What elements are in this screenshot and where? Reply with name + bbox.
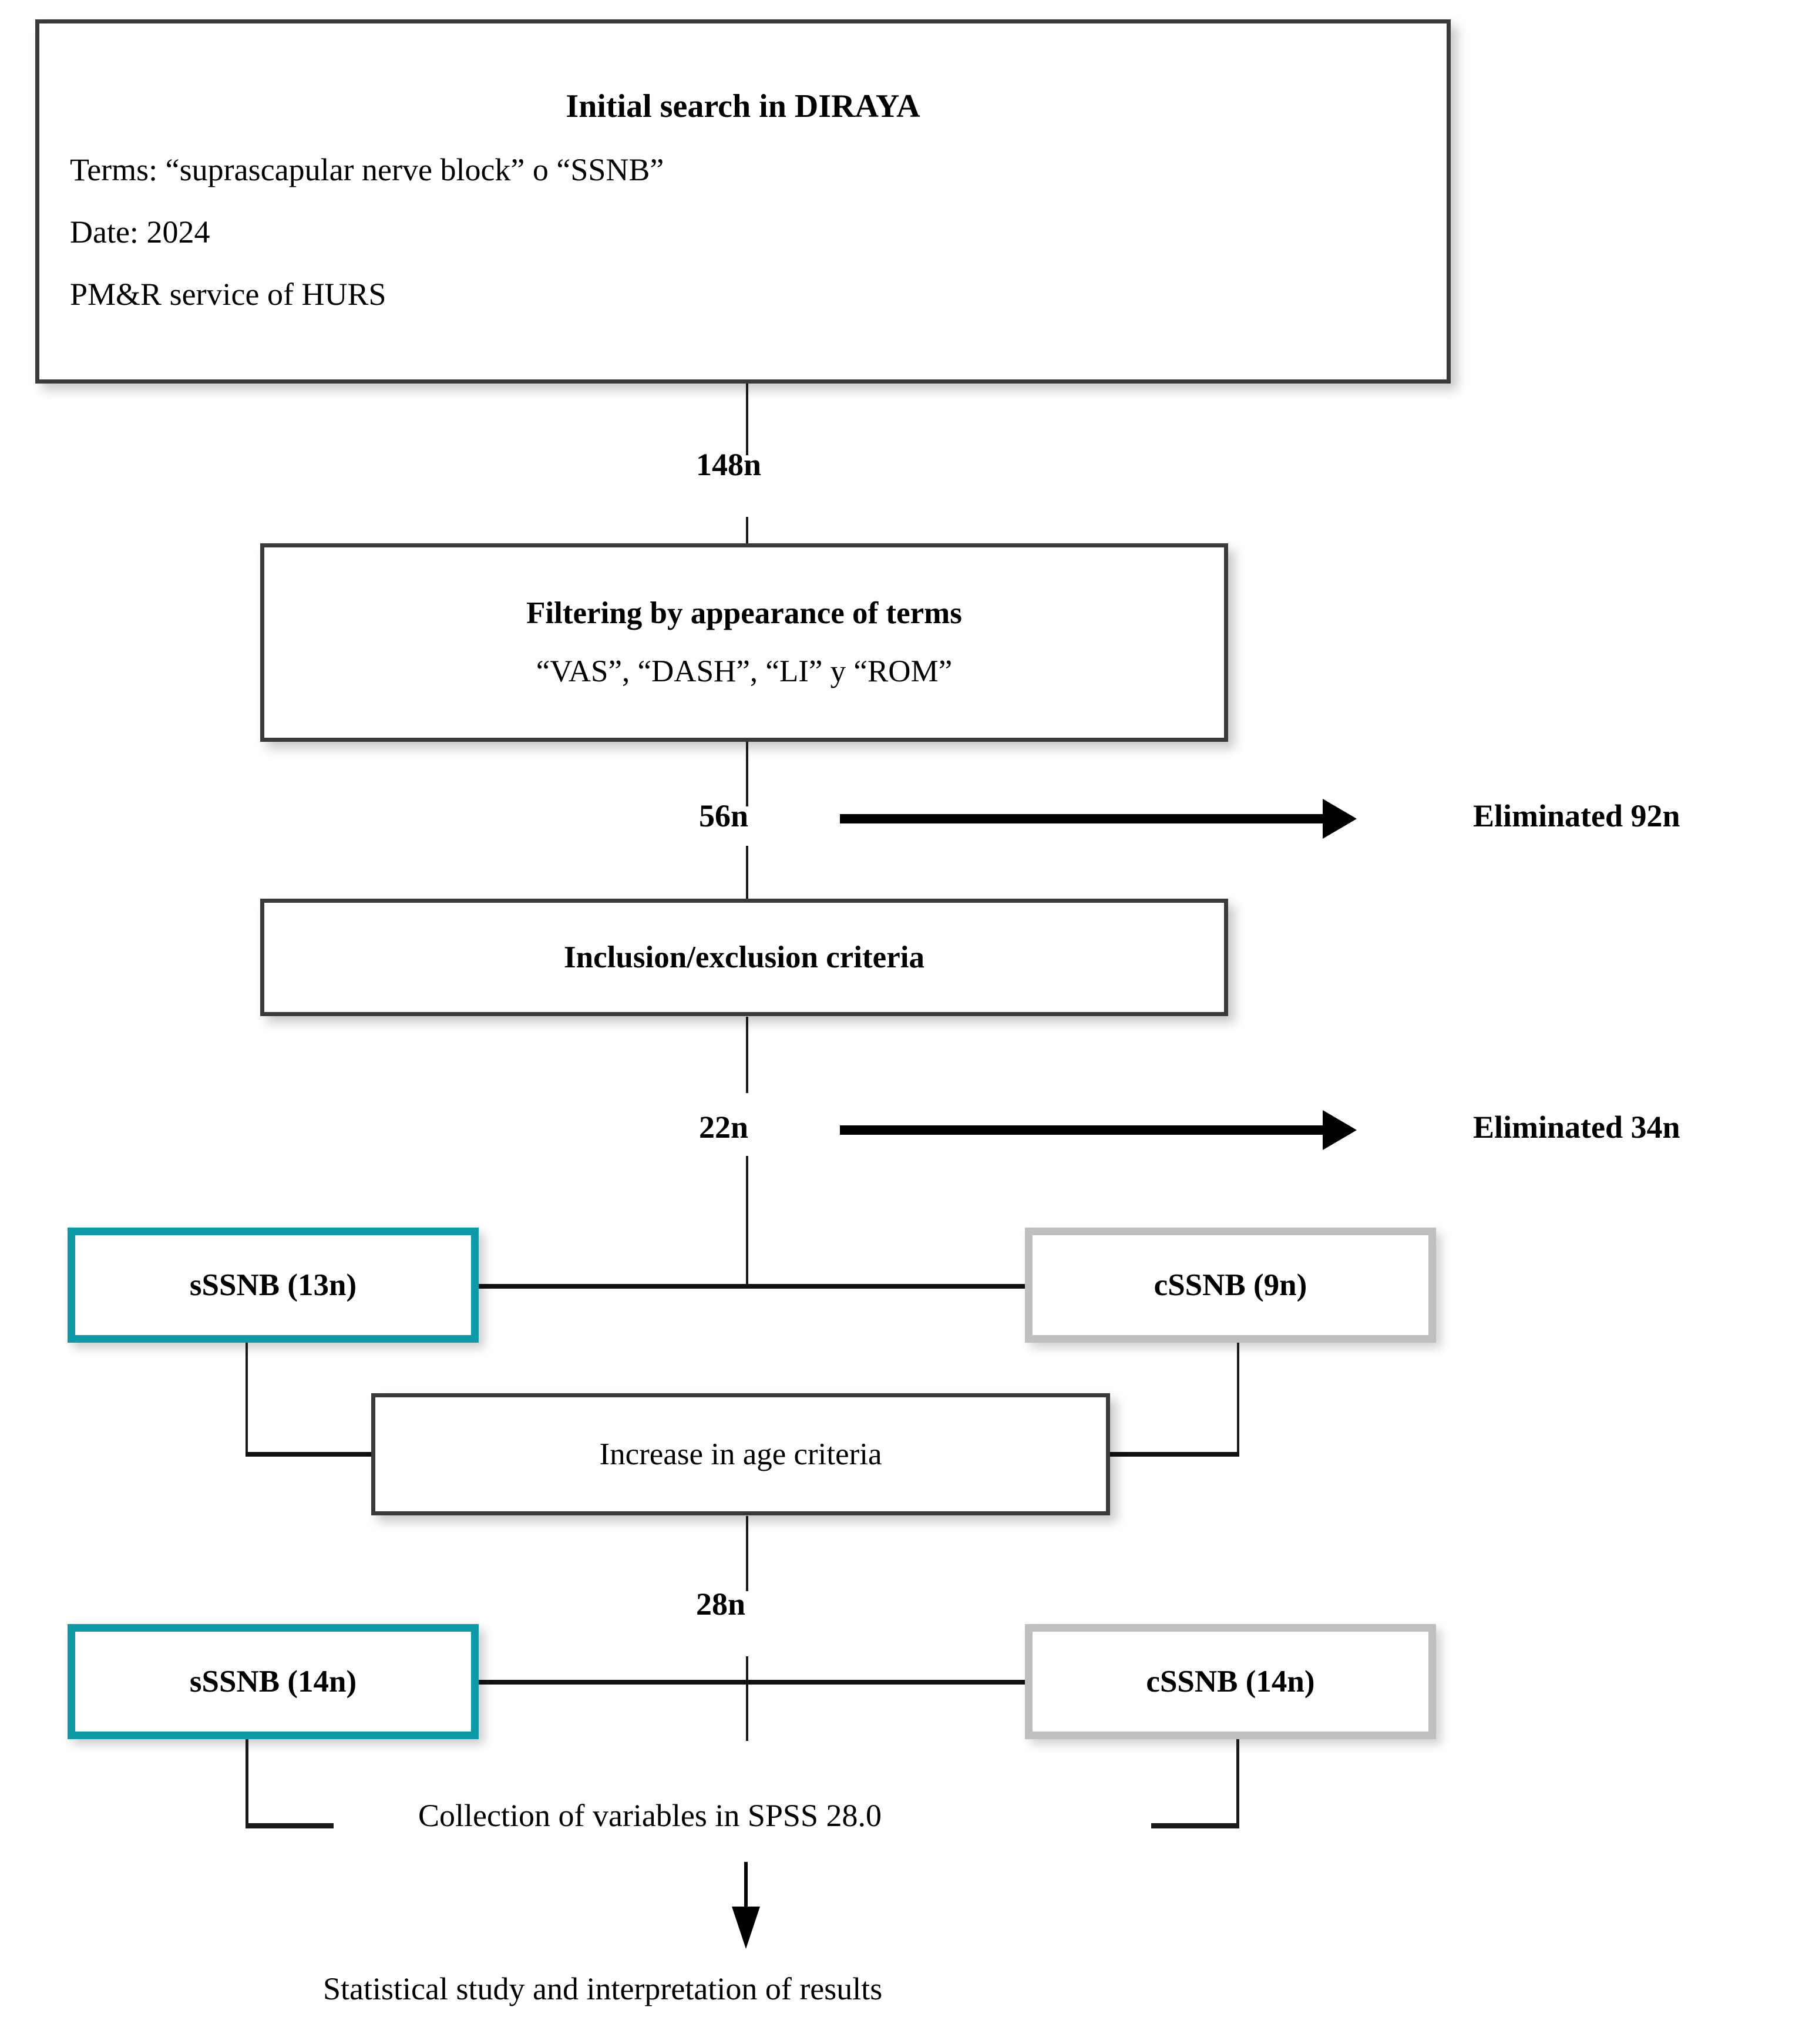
initial-search-service: PM&R service of HURS [70, 277, 386, 312]
connector-sssnb13-to-age-box [246, 1452, 374, 1457]
group-sssnb-14n-label: sSSNB (14n) [189, 1664, 357, 1699]
connector-cssnb14-to-collection [1151, 1739, 1239, 1828]
increase-age-criteria-box: Increase in age criteria [371, 1393, 1110, 1515]
group-cssnb-14n-box: cSSNB (14n) [1025, 1624, 1436, 1739]
eliminated-34n-label: Eliminated 34n [1473, 1110, 1680, 1145]
eliminated-92n-label: Eliminated 92n [1473, 798, 1680, 833]
group-sssnb-13n-box: sSSNB (13n) [68, 1228, 479, 1343]
connector-56n-to-criteria [746, 846, 748, 902]
connector-28n-to-split-second [746, 1656, 748, 1741]
inclusion-exclusion-label: Inclusion/exclusion criteria [564, 940, 924, 974]
group-cssnb-9n-box: cSSNB (9n) [1025, 1228, 1436, 1343]
connector-age-box-to-28n [746, 1516, 748, 1591]
initial-search-heading: Initial search in DIRAYA [566, 88, 920, 125]
collection-of-variables-label: Collection of variables in SPSS 28.0 [418, 1798, 882, 1833]
connector-split-second-row [479, 1680, 1026, 1685]
eliminated-92n-arrow [840, 799, 1357, 839]
connector-148n-to-filtering [746, 517, 748, 545]
group-cssnb-14n-label: cSSNB (14n) [1146, 1664, 1315, 1699]
connector-cssnb9-down [1237, 1343, 1239, 1454]
connector-initial-to-148n [746, 384, 748, 455]
filtering-box: Filtering by appearance of terms “VAS”, … [260, 543, 1228, 742]
conclusion-label: Statistical study and interpretation of … [323, 1971, 883, 2006]
group-sssnb-13n-label: sSSNB (13n) [189, 1268, 357, 1302]
connector-22n-to-split [746, 1156, 748, 1286]
filtering-terms: “VAS”, “DASH”, “LI” y “ROM” [536, 654, 953, 688]
count-148n: 148n [696, 447, 762, 482]
inclusion-exclusion-box: Inclusion/exclusion criteria [260, 899, 1228, 1016]
connector-criteria-to-22n [746, 1017, 748, 1093]
group-cssnb-9n-label: cSSNB (9n) [1154, 1268, 1307, 1302]
count-56n: 56n [699, 798, 749, 833]
increase-age-criteria-label: Increase in age criteria [599, 1437, 882, 1471]
count-28n: 28n [696, 1586, 746, 1622]
eliminated-34n-arrow [840, 1110, 1357, 1150]
collection-to-conclusion-arrow [732, 1862, 760, 1949]
initial-search-date: Date: 2024 [70, 214, 210, 250]
initial-search-terms: Terms: “suprascapular nerve block” o “SS… [70, 152, 664, 187]
group-sssnb-14n-box: sSSNB (14n) [68, 1624, 479, 1739]
connector-split-first-row [479, 1284, 1025, 1289]
connector-filtering-to-56n [746, 742, 748, 806]
connector-sssnb14-to-collection [246, 1739, 334, 1828]
connector-cssnb9-to-age-box [1109, 1452, 1239, 1457]
initial-search-box: Initial search in DIRAYA Terms: “suprasc… [35, 19, 1451, 384]
filtering-heading: Filtering by appearance of terms [526, 596, 962, 631]
connector-sssnb13-down [246, 1343, 248, 1454]
count-22n: 22n [699, 1110, 749, 1145]
